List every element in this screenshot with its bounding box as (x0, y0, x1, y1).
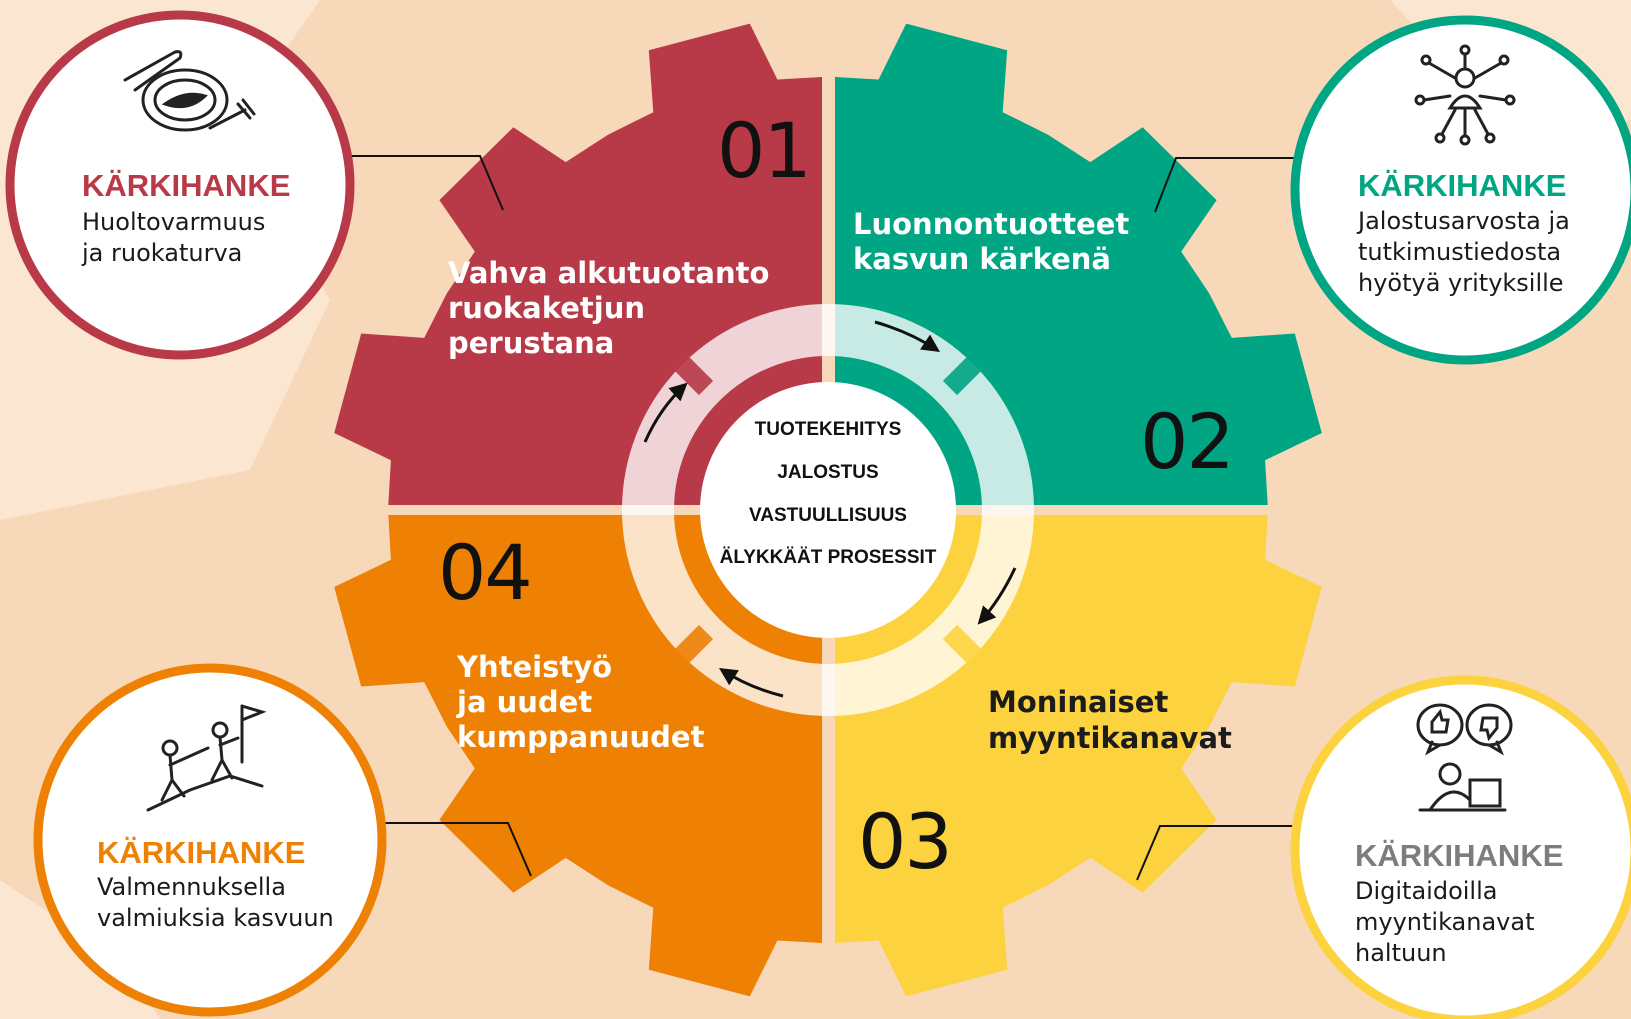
plate-carrot-icon (123, 50, 256, 132)
card-text-orange: Valmennuksella (97, 873, 286, 901)
card-text-green: hyötyä yrityksille (1358, 269, 1564, 297)
quadrant-number-02: 02 (1140, 397, 1233, 486)
card-text-orange: valmiuksia kasvuun (97, 904, 334, 932)
quadrant-number-01: 01 (717, 106, 810, 195)
quadrant-title-01: ruokaketjun (448, 291, 645, 325)
center-line: VASTUULLISUUS (749, 505, 907, 526)
quadrant-title-01: Vahva alkutuotanto (448, 256, 769, 290)
card-heading-red: KÄRKIHANKE (82, 168, 291, 203)
card-text-red: ja ruokaturva (82, 239, 243, 267)
card-circle-yellow (1290, 675, 1631, 1019)
center-circle (700, 382, 956, 638)
center-line: TUOTEKEHITYS (755, 419, 902, 440)
card-circle-red (5, 10, 355, 360)
quadrant-title-04: ja uudet (456, 685, 592, 719)
feedback-laptop-icon (1416, 703, 1513, 812)
quadrant-title-03: Moninaiset (988, 685, 1168, 719)
card-text-yellow: haltuun (1355, 939, 1447, 967)
center-line: ÄLYKKÄÄT PROSESSIT (720, 547, 937, 568)
card-text-green: tutkimustiedosta (1358, 238, 1562, 266)
card-text-green: Jalostusarvosta ja (1358, 207, 1570, 235)
card-circle-green (1290, 15, 1631, 365)
quadrant-title-04: kumppanuudet (457, 720, 705, 754)
card-heading-green: KÄRKIHANKE (1358, 168, 1567, 203)
quadrant-title-03: myyntikanavat (988, 721, 1232, 755)
center-line: JALOSTUS (777, 462, 878, 483)
card-heading-orange: KÄRKIHANKE (97, 835, 306, 870)
quadrant-title-01: perustana (448, 326, 614, 360)
cycle-arrow (643, 382, 688, 443)
network-person-icon (1414, 44, 1516, 146)
card-circle-orange (33, 663, 387, 1017)
card-text-red: Huoltovarmuus (82, 208, 266, 236)
quadrant-title-04: Yhteistyö (456, 650, 612, 684)
cycle-arrow (977, 567, 1017, 625)
quadrant-number-03: 03 (858, 797, 951, 886)
quadrant-title-02: Luonnontuotteet (853, 207, 1129, 241)
climbing-team-icon (146, 704, 267, 812)
quadrant-title-02: kasvun kärkenä (853, 242, 1111, 276)
inner-ring (622, 304, 1034, 716)
cycle-arrow (874, 320, 940, 352)
card-text-yellow: Digitaidoilla (1355, 877, 1498, 905)
quadrant-number-04: 04 (438, 528, 531, 617)
cycle-arrow (718, 668, 784, 698)
card-text-yellow: myyntikanavat (1355, 908, 1535, 936)
card-heading-yellow: KÄRKIHANKE (1355, 838, 1564, 873)
